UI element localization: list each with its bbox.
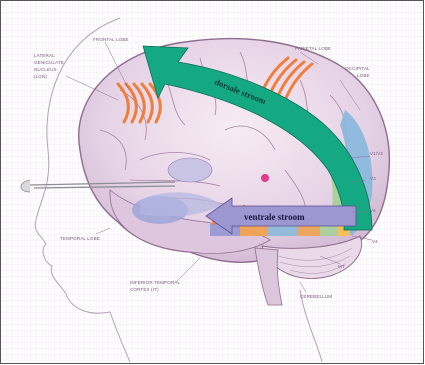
label-lgn-line1: LATERAL: [34, 53, 55, 58]
pink-nucleus: [261, 174, 269, 182]
label-occipital-line1: OCCIPITAL: [345, 66, 370, 71]
thalamus: [168, 158, 212, 182]
label-itc-line1: INFERIOR TEMPORAL: [130, 280, 180, 285]
label-lgn-line4: (LGN): [34, 74, 47, 79]
label-parietal-lobe: PARIETAL LOBE: [295, 46, 331, 51]
label-lgn-line2: GENICULATE: [34, 60, 64, 65]
label-v3: V3: [370, 176, 376, 181]
label-mt: MT: [338, 264, 345, 269]
label-v1: V1/V2: [370, 151, 383, 156]
label-itc-line2: CORTEX (IT): [130, 287, 159, 292]
label-cerebellum: CEREBELLUM: [300, 294, 332, 299]
ventral-stream-label: ventrale stroom: [244, 212, 305, 222]
label-frontal-lobe: FRONTAL LOBE: [93, 37, 129, 42]
label-lgn-line3: NUCLEUS: [34, 67, 57, 72]
label-temporal-lobe: TEMPORAL LOBE: [60, 236, 100, 241]
label-v4-lower: V4: [372, 239, 378, 244]
label-v4-upper: V4: [370, 208, 376, 213]
label-occipital-line2: LOBE: [357, 73, 370, 78]
